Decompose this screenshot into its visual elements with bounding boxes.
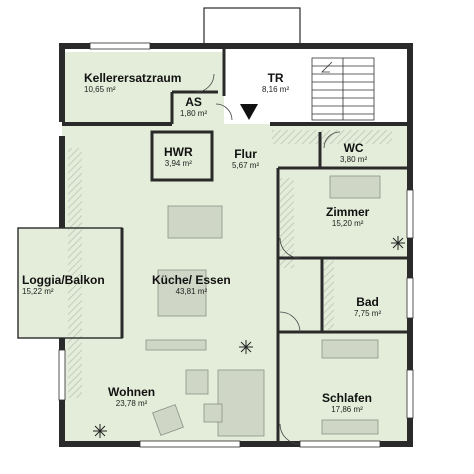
room-name: AS <box>185 95 202 109</box>
room-area: 8,16 m² <box>262 85 290 94</box>
room-kellerersatzraum <box>62 52 224 124</box>
room-name: HWR <box>164 145 193 159</box>
room-area: 3,94 m² <box>164 159 192 168</box>
room-area: 23,78 m² <box>115 399 148 408</box>
room-name: Flur <box>234 147 257 161</box>
room-name: TR <box>267 71 284 85</box>
room-name: WC <box>343 141 364 155</box>
room-area: 3,80 m² <box>340 155 368 164</box>
room-name: Loggia/Balkon <box>22 273 105 287</box>
room-area: 7,75 m² <box>354 309 382 318</box>
label-kellerersatzraum: Kellerersatzraum 10,65 m² <box>84 72 181 95</box>
room-area: 15,20 m² <box>331 219 364 228</box>
hatch-zone <box>324 260 334 330</box>
room-area: 17,86 m² <box>331 405 363 414</box>
label-loggia: Loggia/Balkon 15,22 m² <box>22 274 105 297</box>
room-area: 1,80 m² <box>180 109 208 118</box>
room-name: Wohnen <box>108 385 156 399</box>
hatch-zone <box>280 178 294 268</box>
room-area: 5,67 m² <box>232 161 260 170</box>
label-hwr: HWR 3,94 m² <box>164 146 193 169</box>
label-zimmer: Zimmer 15,20 m² <box>326 206 369 229</box>
room-name: Schlafen <box>322 391 373 405</box>
room-area: 15,22 m² <box>22 287 54 296</box>
label-bad: Bad 7,75 m² <box>354 296 381 319</box>
label-as: AS 1,80 m² <box>180 96 207 119</box>
hatch-zone <box>272 130 392 144</box>
hatch-zone <box>68 148 82 398</box>
room-name: Bad <box>356 295 379 309</box>
staircase <box>311 57 375 121</box>
balcony-top <box>203 7 301 45</box>
label-schlafen: Schlafen 17,86 m² <box>322 392 372 415</box>
room-name: Küche/ Essen <box>152 273 231 287</box>
label-tr: TR 8,16 m² <box>262 72 289 95</box>
furniture <box>145 175 381 437</box>
door-swings <box>195 73 341 445</box>
label-wc: WC 3,80 m² <box>340 142 367 165</box>
room-area: 43,81 m² <box>175 287 208 296</box>
plant-icon <box>93 236 405 438</box>
windows <box>58 42 414 448</box>
label-kueche: Küche/ Essen 43,81 m² <box>152 274 231 297</box>
room-name: Kellerersatzraum <box>84 71 182 85</box>
label-flur: Flur 5,67 m² <box>232 148 259 171</box>
label-wohnen: Wohnen 23,78 m² <box>108 386 155 409</box>
walls <box>17 43 413 447</box>
entrance-arrow-icon <box>240 104 258 120</box>
room-area: 10,65 m² <box>84 85 116 94</box>
room-name: Zimmer <box>326 205 370 219</box>
